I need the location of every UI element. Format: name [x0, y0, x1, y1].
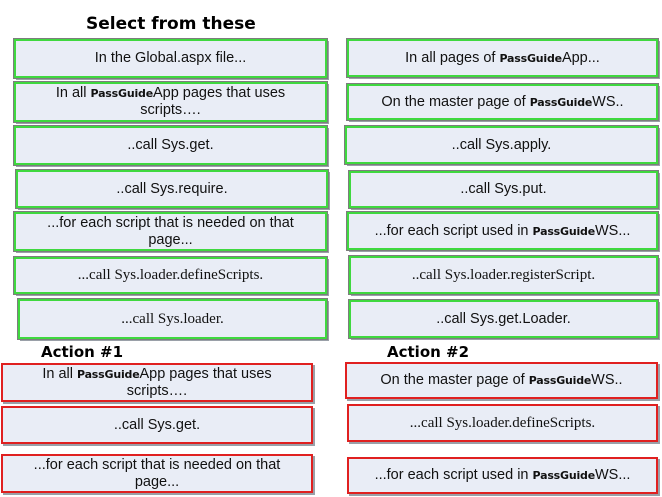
choice-text: ...call Sys.loader.defineScripts.	[409, 414, 596, 431]
action1-item-1[interactable]: In all PassGuideApp pages that uses scri…	[1, 363, 313, 402]
choice-text: In all PassGuideApp pages that uses scri…	[42, 365, 272, 399]
action2-label: Action #2	[387, 343, 470, 361]
action2-item-2[interactable]: ...call Sys.loader.defineScripts.	[347, 404, 658, 442]
choice-text: ..call Sys.get.	[127, 137, 214, 153]
choice-right-7[interactable]: ..call Sys.get.Loader.	[348, 299, 659, 339]
page-title: Select from these	[86, 14, 256, 34]
choice-text: ...for each script that is needed on tha…	[47, 214, 294, 248]
action1-label: Action #1	[41, 343, 124, 361]
choice-text: ...for each script that is needed on tha…	[33, 456, 281, 490]
choice-right-1[interactable]: In all pages of PassGuideApp...	[346, 38, 659, 78]
choice-left-7[interactable]: ...call Sys.loader.	[17, 298, 328, 340]
choice-left-5[interactable]: ...for each script that is needed on tha…	[13, 211, 328, 252]
choice-right-4[interactable]: ..call Sys.put.	[348, 170, 659, 209]
choice-text: ..call Sys.get.	[113, 416, 201, 433]
action2-item-3[interactable]: ...for each script used in PassGuideWS..…	[347, 457, 658, 494]
choice-left-4[interactable]: ..call Sys.require.	[15, 169, 329, 209]
choice-text: ..call Sys.get.Loader.	[436, 310, 571, 327]
action1-item-3[interactable]: ...for each script that is needed on tha…	[1, 454, 313, 493]
choice-text: ..call Sys.apply.	[451, 136, 552, 153]
choice-text: In all pages of PassGuideApp...	[405, 49, 600, 66]
choice-right-3[interactable]: ..call Sys.apply.	[344, 125, 659, 165]
choice-text: On the master page of PassGuideWS..	[380, 372, 623, 388]
choice-text: ...call Sys.loader.defineScripts.	[77, 267, 264, 283]
choice-left-1[interactable]: In the Global.aspx file...	[13, 38, 328, 79]
choice-left-2[interactable]: In all PassGuideApp pages that uses scri…	[13, 81, 328, 123]
choice-text: ...call Sys.loader.	[121, 310, 224, 327]
action2-item-1[interactable]: On the master page of PassGuideWS..	[345, 362, 658, 399]
choice-right-2[interactable]: On the master page of PassGuideWS..	[346, 83, 659, 121]
choice-text: ...for each script used in PassGuideWS..…	[374, 467, 631, 483]
choice-right-5[interactable]: ...for each script used in PassGuideWS..…	[346, 211, 659, 251]
choice-text: On the master page of PassGuideWS..	[381, 93, 624, 110]
choice-left-6[interactable]: ...call Sys.loader.defineScripts.	[13, 256, 328, 295]
choice-right-6[interactable]: ..call Sys.loader.registerScript.	[348, 255, 659, 295]
choice-text: ...for each script used in PassGuideWS..…	[374, 222, 631, 239]
choice-text: In the Global.aspx file...	[94, 50, 247, 66]
choice-left-3[interactable]: ..call Sys.get.	[13, 125, 328, 166]
action1-item-2[interactable]: ..call Sys.get.	[1, 406, 313, 444]
choice-text: ..call Sys.loader.registerScript.	[411, 266, 596, 283]
choice-text: In all PassGuideApp pages that uses scri…	[55, 85, 286, 118]
choice-text: ..call Sys.put.	[460, 181, 547, 197]
choice-text: ..call Sys.require.	[116, 180, 228, 197]
